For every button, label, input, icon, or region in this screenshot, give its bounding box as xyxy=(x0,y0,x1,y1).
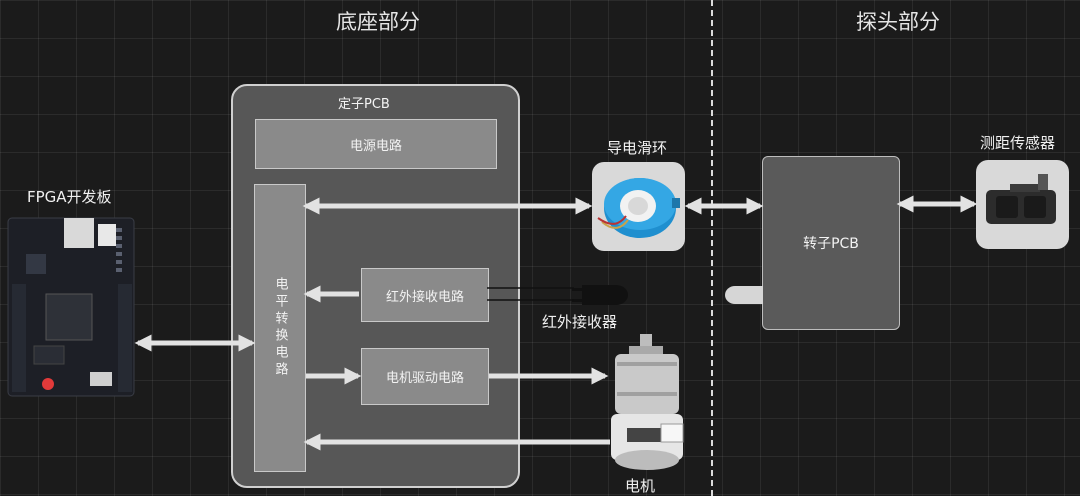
motor-label: 电机 xyxy=(625,477,656,495)
probe-section-title: 探头部分 xyxy=(856,10,940,34)
fpga-board-image xyxy=(7,217,135,397)
power-circuit-box: 电源电路 xyxy=(255,119,497,169)
rotor-pcb-label: 转子PCB xyxy=(803,236,859,252)
ir-receiver-circuit-box: 红外接收电路 xyxy=(361,268,489,322)
ir-receiver-image xyxy=(572,285,628,305)
level-shift-label: 电平转换电路 xyxy=(272,277,288,379)
section-divider xyxy=(711,0,713,496)
slip-ring-image xyxy=(592,162,685,251)
range-sensor-label: 测距传感器 xyxy=(980,134,1056,152)
power-circuit-label: 电源电路 xyxy=(349,138,402,154)
range-sensor-image xyxy=(976,160,1069,249)
level-shift-box: 电平转换电路 xyxy=(254,184,306,472)
slip-ring-label: 导电滑环 xyxy=(607,139,668,157)
rotor-pcb-box: 转子PCB xyxy=(762,156,900,330)
motor-driver-box: 电机驱动电路 xyxy=(361,348,489,405)
fpga-label: FPGA开发板 xyxy=(27,188,112,206)
ir-receiver-circuit-label: 红外接收电路 xyxy=(385,289,464,305)
motor-image xyxy=(611,334,684,470)
base-section-title: 底座部分 xyxy=(336,10,420,34)
stator-pcb-title: 定子PCB xyxy=(338,97,390,112)
ir-emitter-image xyxy=(725,286,763,304)
motor-driver-label: 电机驱动电路 xyxy=(385,371,464,386)
ir-receiver-label: 红外接收器 xyxy=(542,313,618,331)
